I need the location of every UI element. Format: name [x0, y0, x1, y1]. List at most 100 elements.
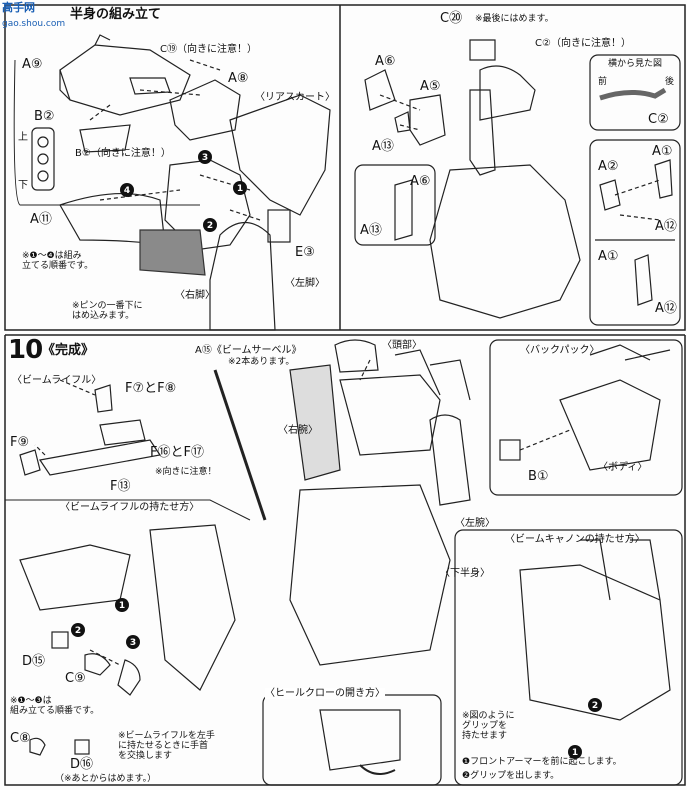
label-a6b: A⑥ [410, 174, 431, 189]
skirt-b2 [79, 124, 131, 153]
beam-saber [213, 369, 267, 521]
rifle-scope [99, 419, 146, 446]
step10-title: 《完成》 [42, 343, 95, 358]
label-body: 〈ボディ〉 [598, 462, 648, 473]
label-a15: A⑮《ビームサーベル》 [195, 345, 302, 356]
rifle-step-1-marker [115, 598, 129, 612]
part-d15 [51, 631, 69, 649]
svg-text:1: 1 [119, 601, 125, 611]
part-a2 [599, 179, 621, 211]
hose-c2 [479, 65, 536, 121]
hose-drawing [469, 89, 496, 176]
rifle-body [38, 439, 162, 476]
waist-drawing [164, 159, 251, 251]
label-a12: A⑫ [655, 219, 677, 234]
later-note: （※あとからはめます。） [55, 774, 157, 784]
side-view-box [589, 54, 681, 131]
heel-claw-box [262, 694, 442, 786]
step9-order-note: ※❶～❹は組み 立てる順番です。 [22, 251, 94, 271]
label-a11: A⑪ [30, 212, 52, 227]
cannon-step-1-marker [568, 745, 582, 759]
part-a1 [654, 159, 673, 199]
backpack-drawing [559, 379, 661, 471]
label-f7f8: F⑦とF⑧ [125, 381, 177, 396]
swap-note: ※ビームライフルを左手 に持たせるときに手首 を交換します [118, 731, 215, 761]
step10-order-note: ※❶～❸は 組み立てる順番です。 [10, 696, 100, 716]
left-arm-drawing [429, 414, 471, 506]
label-top: 上 [18, 132, 28, 143]
label-a9: A⑨ [22, 57, 43, 72]
label-b1: B① [528, 469, 549, 484]
part-c20 [469, 39, 496, 61]
part-e3 [267, 209, 291, 243]
rear-skirt-drawing [229, 94, 331, 216]
rifle-hold-rifle [19, 544, 131, 611]
svg-text:2: 2 [592, 701, 598, 711]
cannon-hold-cannons [580, 539, 661, 601]
svg-text:3: 3 [202, 153, 208, 163]
left-leg-drawing [209, 221, 276, 331]
part-a11 [59, 192, 166, 246]
label-bottom: 下 [18, 180, 28, 191]
right-leg-shaded [139, 229, 206, 276]
label-c2b: C② [648, 112, 669, 127]
skirt-part-a8 [169, 79, 241, 141]
label-rifle-hold: 〈ビームライフルの持たせ方〉 [60, 502, 200, 513]
label-c20: C⑳ [440, 11, 463, 26]
label-cannon-hold: 〈ビームキャノンの持たせ方〉 [505, 534, 645, 545]
cannons-drawing [394, 349, 471, 401]
label-heel-claw: 〈ヒールクローの開き方〉 [265, 688, 385, 699]
label-e3: E③ [295, 245, 315, 260]
label-a12b: A⑫ [655, 301, 677, 316]
rifle-muzzle-f9 [19, 449, 41, 476]
b2-hole-3 [37, 170, 49, 182]
part-c8 [29, 737, 46, 756]
cannon-step2-note: ❷グリップを出します。 [462, 771, 560, 781]
heel-claw-drawing [319, 709, 401, 771]
label-a1b: A① [598, 249, 619, 264]
part-d16 [74, 739, 90, 755]
label-right-leg: 〈右脚〉 [175, 290, 215, 301]
rifle-step-3-marker [126, 635, 140, 649]
label-a1: A① [652, 144, 673, 159]
step9-title: 半身の組み立て [70, 7, 162, 22]
hand-part [117, 659, 141, 696]
label-c20-note: ※最後にはめます。 [475, 14, 554, 24]
label-f16f17: F⑯とF⑰ [150, 445, 204, 460]
label-d16: D⑯ [70, 757, 94, 772]
label-front: 前 [598, 77, 608, 87]
label-c9: C⑨ [65, 671, 86, 686]
label-left-leg: 〈左脚〉 [285, 278, 325, 289]
hose-side-view [599, 87, 667, 101]
callout-box-a6-a13 [354, 164, 436, 246]
label-b2-note: B②（向きに注意！） [75, 148, 171, 159]
label-rear-skirt: 〈リアスカート〉 [255, 92, 335, 103]
b2-part-frame [31, 127, 55, 191]
label-f13: F⑬ [110, 479, 131, 494]
label-a2: A② [598, 159, 619, 174]
torso-drawing [339, 374, 441, 456]
lower-body-drawing [289, 484, 451, 666]
label-a13b: A⑬ [360, 223, 382, 238]
label-b2: B② [34, 109, 55, 124]
step-2-marker [203, 218, 217, 232]
step-4-marker [120, 183, 134, 197]
step10-number: 10 [8, 335, 43, 365]
a15-note: ※2本あります。 [228, 357, 295, 367]
watermark-logo: 高手网 [2, 1, 35, 14]
label-a8: A⑧ [228, 71, 249, 86]
part-a6-a13-assembled [394, 179, 413, 241]
label-d15: D⑮ [22, 654, 46, 669]
svg-text:2: 2 [75, 626, 81, 636]
label-rear: 後 [665, 77, 675, 87]
svg-text:2: 2 [207, 221, 213, 231]
rifle-hold-unit [149, 524, 236, 691]
label-a6: A⑥ [375, 54, 396, 69]
label-lower-body: 〈下半身〉 [440, 568, 490, 579]
svg-text:1: 1 [572, 748, 578, 758]
backpack-cannons [589, 344, 671, 361]
grip-note: ※図のように グリップを 持たせます [462, 711, 515, 741]
part-c9 [84, 653, 111, 676]
svg-text:1: 1 [237, 184, 243, 194]
